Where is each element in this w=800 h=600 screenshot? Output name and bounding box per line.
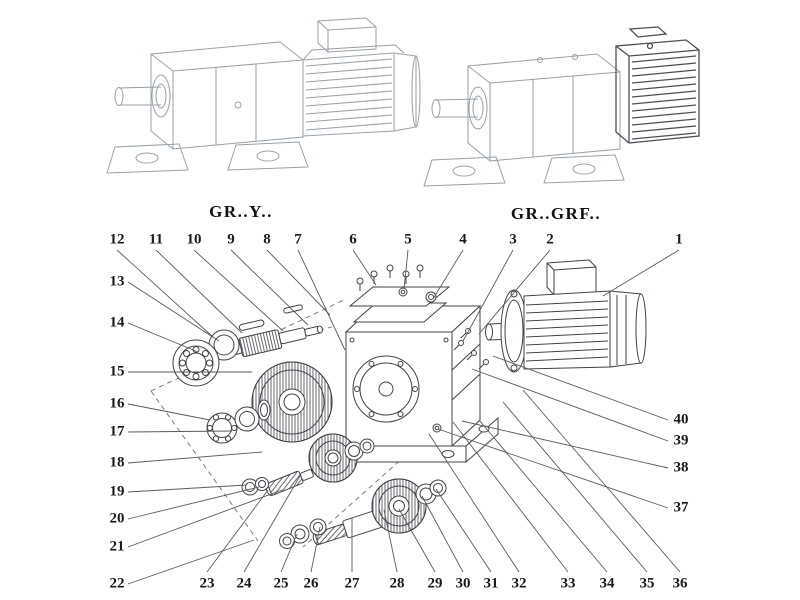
leader-line-7 (297, 249, 346, 351)
leader-line-3 (462, 249, 514, 342)
callout-5: 5 (404, 231, 412, 248)
variant-label-gr-y: GR..Y.. (209, 202, 273, 221)
intermediate-bearings (206, 399, 271, 444)
callout-33: 33 (560, 575, 576, 592)
leader-lines (116, 249, 681, 585)
callout-26: 26 (303, 575, 319, 592)
callout-25: 25 (273, 575, 289, 592)
leader-line-22 (127, 539, 255, 585)
callout-21: 21 (109, 538, 125, 555)
leader-line-25 (280, 533, 298, 573)
leader-line-16 (127, 403, 211, 421)
callout-40: 40 (673, 411, 689, 428)
callout-19: 19 (109, 483, 125, 500)
pinion-shaft (241, 469, 314, 497)
leader-line-34 (478, 419, 608, 573)
callout-20: 20 (109, 510, 125, 527)
callout-15: 15 (109, 363, 125, 380)
exploded-view (150, 259, 647, 549)
leader-line-9 (230, 249, 309, 326)
callout-16: 16 (109, 395, 125, 412)
leader-line-33 (452, 421, 569, 573)
leader-line-37 (437, 428, 669, 509)
leader-line-28 (383, 509, 398, 573)
callout-11: 11 (148, 231, 164, 248)
callout-24: 24 (236, 575, 252, 592)
leader-line-29 (398, 508, 436, 573)
callout-34: 34 (599, 575, 615, 592)
callout-39: 39 (673, 432, 689, 449)
callout-22: 22 (109, 575, 125, 592)
leader-line-2 (478, 249, 551, 335)
leader-line-38 (461, 420, 669, 469)
leader-line-5 (403, 249, 409, 290)
callout-10: 10 (186, 231, 202, 248)
callout-23: 23 (199, 575, 215, 592)
leader-line-40 (492, 355, 669, 421)
leader-line-21 (127, 489, 283, 548)
callout-14: 14 (109, 314, 125, 331)
callout-8: 8 (263, 231, 271, 248)
flange-bolts (453, 328, 489, 370)
callout-35: 35 (639, 575, 655, 592)
overview-drawing-gr-y (106, 17, 421, 174)
output-shaft-assembly (279, 478, 447, 549)
leader-line-14 (127, 322, 199, 353)
callout-17: 17 (109, 423, 125, 440)
callout-27: 27 (344, 575, 360, 592)
finned-cooling-block (615, 26, 700, 144)
leader-line-13 (127, 281, 220, 342)
callout-1: 1 (675, 231, 683, 248)
callout-30: 30 (455, 575, 471, 592)
leader-line-20 (127, 486, 260, 520)
callout-9: 9 (227, 231, 235, 248)
callout-12: 12 (109, 231, 125, 248)
leader-line-11 (155, 249, 243, 334)
leader-line-18 (127, 451, 263, 464)
input-seal-and-bearing (172, 329, 240, 387)
leader-line-19 (127, 484, 247, 493)
callout-31: 31 (483, 575, 499, 592)
callout-36: 36 (672, 575, 688, 592)
callout-28: 28 (389, 575, 405, 592)
leader-line-12 (116, 249, 215, 339)
leader-line-26 (310, 526, 321, 573)
callout-32: 32 (511, 575, 527, 592)
overview-drawing-gr-grf (423, 26, 700, 187)
leader-line-6 (352, 249, 377, 286)
callout-38: 38 (673, 459, 689, 476)
leader-line-35 (502, 401, 648, 573)
leader-line-32 (428, 433, 520, 573)
intermediate-gear (308, 433, 375, 483)
callout-37: 37 (673, 499, 689, 516)
callout-4: 4 (459, 231, 467, 248)
leader-line-10 (193, 249, 284, 332)
leader-line-36 (522, 389, 681, 573)
callout-29: 29 (427, 575, 443, 592)
callout-3: 3 (509, 231, 517, 248)
callout-7: 7 (294, 231, 302, 248)
callout-18: 18 (109, 454, 125, 471)
callout-2: 2 (546, 231, 554, 248)
leader-line-23 (206, 489, 269, 573)
top-cover-assembly (348, 264, 451, 323)
leader-line-1 (602, 249, 680, 297)
callout-13: 13 (109, 273, 125, 290)
callout-6: 6 (349, 231, 357, 248)
leader-line-17 (127, 430, 233, 433)
leader-line-39 (471, 368, 669, 442)
variant-label-gr-grf: GR..GRF.. (510, 204, 602, 223)
motor (485, 259, 647, 373)
leader-line-24 (243, 475, 301, 573)
leader-line-8 (266, 249, 331, 316)
leader-line-4 (432, 249, 464, 300)
leader-line-30 (421, 495, 464, 573)
gear-housing (331, 304, 499, 464)
leader-line-31 (435, 488, 492, 573)
